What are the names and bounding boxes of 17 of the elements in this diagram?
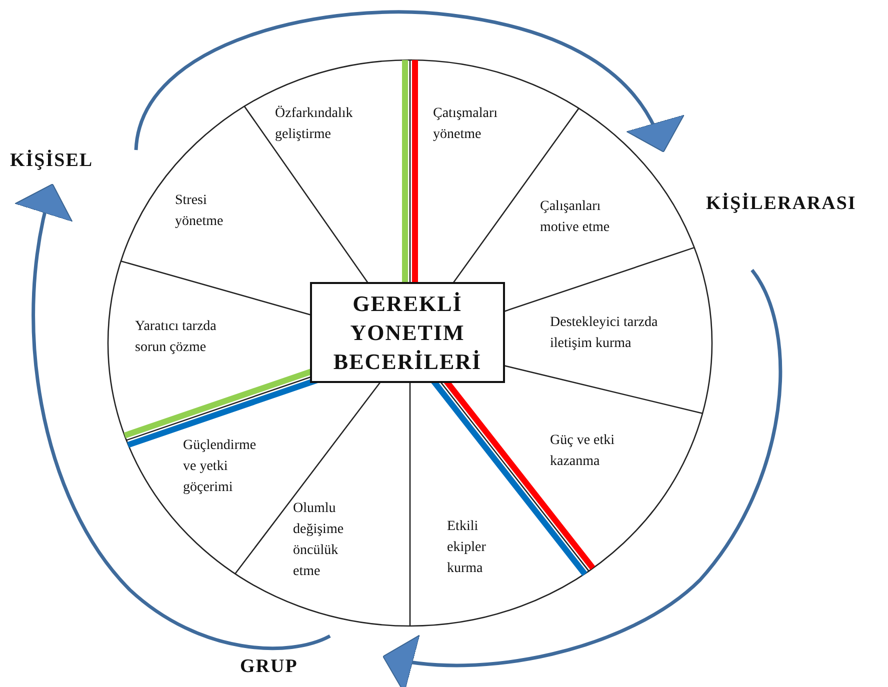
category-label: KİŞİLERARASI (706, 193, 856, 215)
category-label: KİŞİSEL (10, 150, 94, 172)
sector-label: Etkili ekipler kurma (447, 516, 517, 579)
sector-label: Çalışanları motive etme (540, 196, 614, 238)
curved-arrow (134, 10, 682, 152)
category-label: GRUP (240, 656, 298, 678)
sector-label: Güçlendirme ve yetki göçerimi (183, 435, 271, 498)
sector-label: Stresi yönetme (175, 190, 255, 232)
sector-label: Destekleyici tarzda iletişim kurma (550, 312, 700, 354)
sector-label: Çatışmaları yönetme (433, 103, 533, 145)
center-box: GEREKLİ YONETIM BECERİLERİ (310, 282, 505, 383)
curved-arrow (382, 269, 782, 687)
curved-arrow (15, 184, 331, 650)
sector-label: Olumlu değişime öncülük etme (293, 498, 363, 582)
sector-label: Güç ve etki kazanma (550, 430, 640, 472)
sector-label: Özfarkındalık geliştirme (275, 103, 375, 145)
sector-label: Yaratıcı tarzda sorun çözme (135, 316, 247, 358)
